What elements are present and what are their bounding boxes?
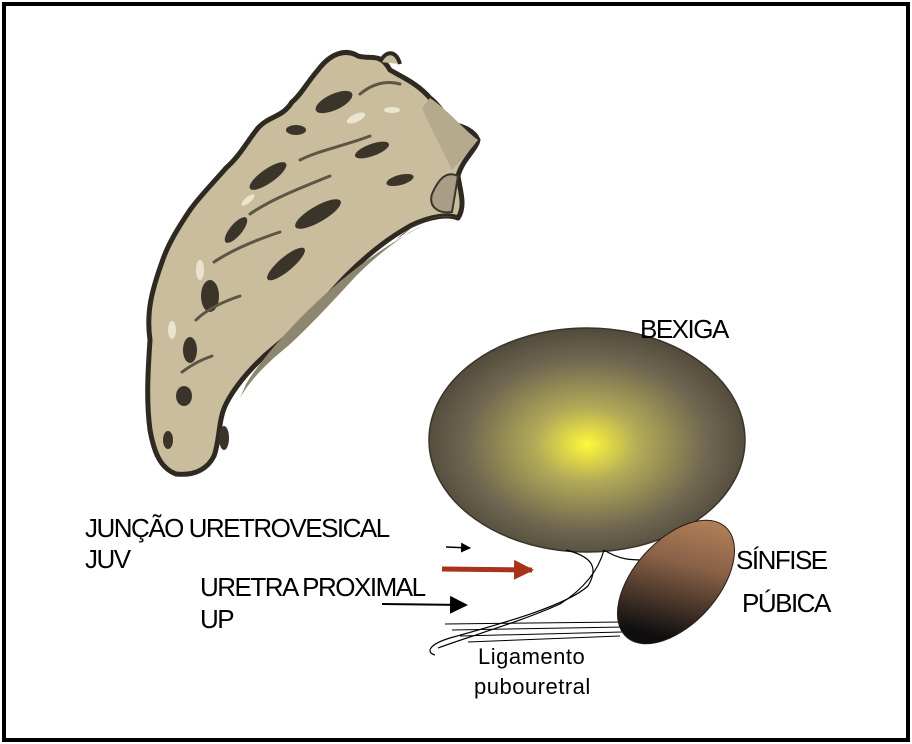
ligament-label: Ligamento: [478, 644, 585, 670]
red-arrow: [442, 569, 532, 570]
bladder-label: BEXIGA: [640, 314, 728, 345]
junction-arrow: [446, 547, 470, 548]
urethra-abbrev-label: UP: [200, 604, 233, 635]
symphysis-label-line2: PÚBICA: [742, 588, 830, 619]
sacrum-bone-icon: [148, 52, 478, 474]
proximal-urethra-arrow: [382, 604, 466, 605]
symphysis-label: SÍNFISE: [736, 545, 827, 576]
ligament-label-line2: pubouretral: [474, 674, 591, 700]
urethra-label: URETRA PROXIMAL: [200, 572, 425, 603]
bladder-shape: [429, 328, 745, 552]
junction-abbrev-label: JUV: [85, 544, 130, 575]
junction-label: JUNÇÃO URETROVESICAL: [85, 513, 389, 544]
